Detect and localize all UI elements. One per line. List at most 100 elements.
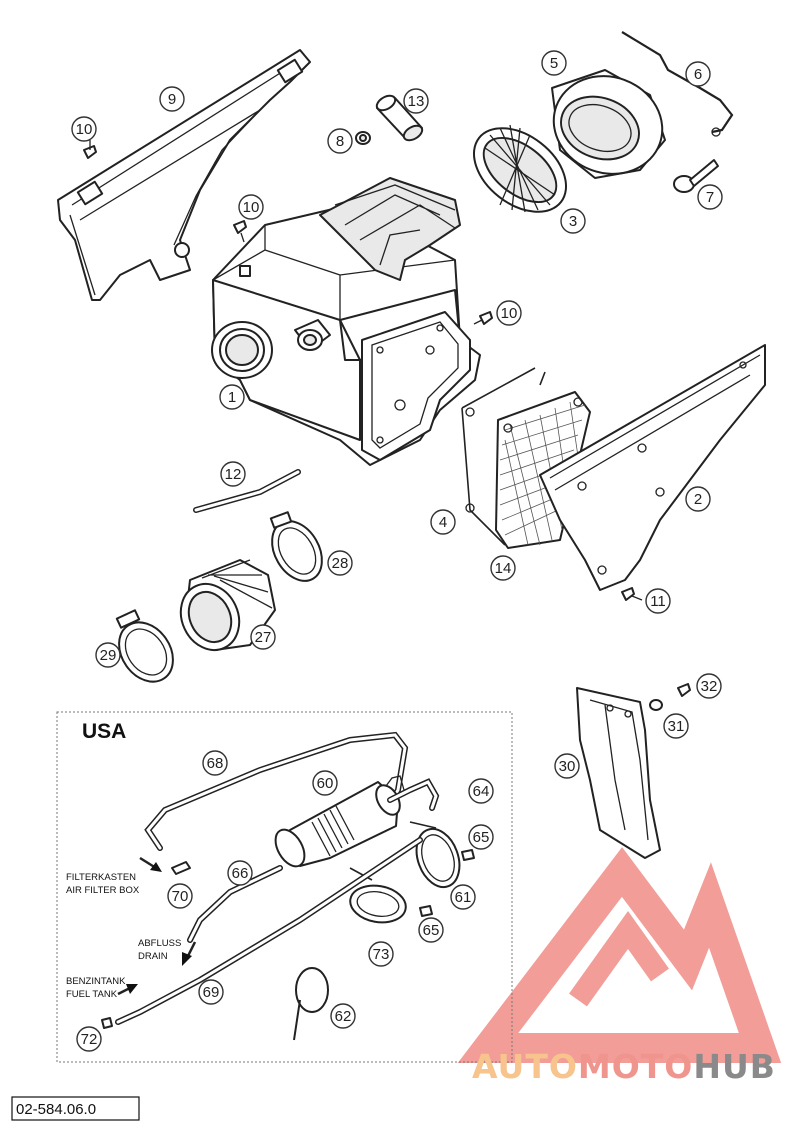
svg-text:65: 65 (423, 922, 440, 939)
callout-12: 12 (220, 461, 246, 487)
watermark-text: AUTOMOTOHUB (472, 1047, 776, 1086)
callout-29: 29 (95, 642, 121, 668)
part-9-left-side-cover (57, 49, 311, 301)
svg-text:68: 68 (207, 755, 224, 772)
callout-30: 30 (554, 753, 580, 779)
svg-text:1: 1 (228, 389, 236, 406)
drawing-number: 02-584.06.0 (16, 1101, 96, 1118)
callout-72: 72 (76, 1026, 102, 1052)
callout-4: 4 (430, 509, 456, 535)
callout-65-b: 65 (418, 917, 444, 943)
callout-61: 61 (450, 884, 476, 910)
svg-text:7: 7 (706, 189, 714, 206)
part-73-clamp (349, 867, 407, 924)
note-fuel-tank-en: FUEL TANK (66, 989, 118, 1000)
part-31-nut (649, 699, 663, 711)
callout-32: 32 (696, 673, 722, 699)
callout-69: 69 (198, 979, 224, 1005)
arrowhead-filter-box-icon (150, 862, 162, 872)
note-drain-en: DRAIN (138, 951, 168, 962)
svg-text:64: 64 (473, 783, 490, 800)
svg-text:60: 60 (317, 775, 334, 792)
arrowhead-drain-icon (182, 952, 192, 966)
callout-27: 27 (250, 624, 276, 650)
part-27-intake-boot (179, 559, 276, 652)
callout-6: 6 (685, 61, 711, 87)
callout-70: 70 (167, 883, 193, 909)
watermark-auto: AUTOMOTOHUB (472, 1047, 776, 1086)
svg-text:8: 8 (336, 133, 344, 150)
usa-inset-border (56, 711, 513, 1063)
note-filter-box-de: FILTERKASTEN (66, 872, 136, 883)
svg-text:4: 4 (439, 514, 447, 531)
svg-text:65: 65 (473, 829, 490, 846)
svg-text:70: 70 (172, 888, 189, 905)
svg-text:29: 29 (100, 647, 117, 664)
callout-31: 31 (663, 713, 689, 739)
part-13-sleeve (375, 94, 424, 142)
usa-inset-title: USA (82, 720, 126, 743)
svg-text:32: 32 (701, 678, 718, 695)
callout-66: 66 (227, 860, 253, 886)
callout-64: 64 (468, 778, 494, 804)
part-8-grommet (355, 131, 371, 145)
part-10-screw-b (233, 220, 247, 243)
svg-text:10: 10 (243, 199, 260, 216)
note-filter-box-en: AIR FILTER BOX (66, 885, 140, 896)
watermark-logo-icon (457, 847, 782, 1063)
callout-14: 14 (490, 555, 516, 581)
callout-5: 5 (541, 50, 567, 76)
callout-28: 28 (327, 550, 353, 576)
svg-text:61: 61 (455, 889, 472, 906)
svg-text:27: 27 (255, 629, 272, 646)
svg-text:5: 5 (550, 55, 558, 72)
part-1-air-filter-box (211, 177, 481, 466)
callout-9: 9 (159, 86, 185, 112)
part-4-gasket (461, 367, 546, 546)
svg-text:9: 9 (168, 91, 176, 108)
svg-text:12: 12 (225, 466, 242, 483)
callout-10-c: 10 (496, 300, 522, 326)
part-11-screw (621, 587, 643, 601)
svg-text:62: 62 (335, 1008, 352, 1025)
part-29-hose-clamp (115, 609, 174, 683)
part-72-cap (101, 1017, 113, 1029)
arrowhead-fuel-tank-icon (126, 984, 138, 994)
svg-text:11: 11 (650, 593, 666, 610)
part-61-clamp-bracket (409, 821, 461, 889)
callout-1: 1 (219, 384, 245, 410)
svg-text:73: 73 (373, 946, 390, 963)
part-32-screw (677, 683, 691, 697)
part-65-nut-a (461, 849, 475, 861)
callout-73: 73 (368, 941, 394, 967)
svg-text:10: 10 (501, 305, 518, 322)
part-28-hose-clamp (269, 511, 323, 582)
part-66-drain-hose (187, 865, 283, 943)
svg-text:31: 31 (668, 718, 685, 735)
svg-text:72: 72 (81, 1031, 98, 1048)
callout-11: 11 (645, 588, 671, 614)
svg-text:10: 10 (76, 121, 93, 138)
callout-3: 3 (560, 208, 586, 234)
callout-60: 60 (312, 770, 338, 796)
callout-7: 7 (697, 184, 723, 210)
callout-10-b: 10 (238, 194, 264, 220)
svg-text:28: 28 (332, 555, 349, 572)
part-3-filter-cage (472, 124, 568, 213)
svg-text:13: 13 (408, 93, 425, 110)
part-60-canister (274, 775, 405, 868)
part-12-hose (193, 469, 301, 513)
part-69-fuel-tank-hose (115, 837, 423, 1025)
callout-68: 68 (202, 750, 228, 776)
callout-2: 2 (685, 486, 711, 512)
svg-text:2: 2 (694, 491, 702, 508)
svg-text:30: 30 (559, 758, 576, 775)
svg-text:6: 6 (694, 66, 702, 83)
part-62-cable-tie (293, 967, 329, 1041)
svg-text:3: 3 (569, 213, 577, 230)
part-65-nut-b (419, 905, 433, 917)
part-5-air-filter-element (551, 69, 666, 179)
part-7-pin (673, 159, 719, 193)
